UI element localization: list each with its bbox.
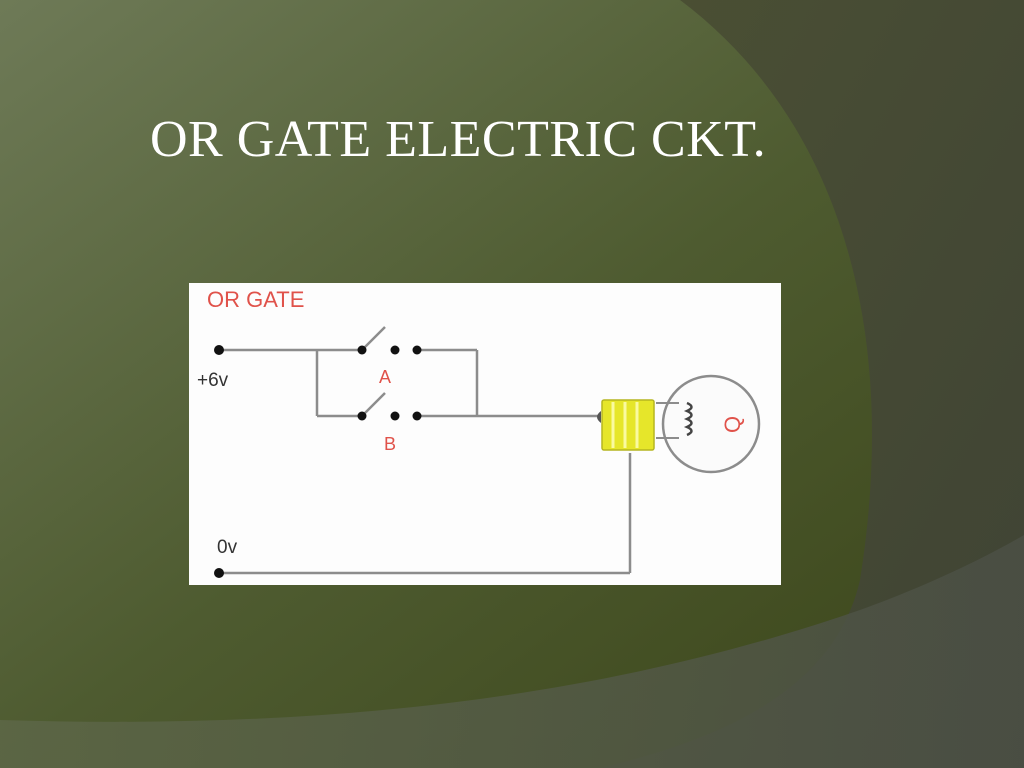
lamp-base-threads: [611, 402, 639, 448]
terminal-supply: [214, 345, 224, 355]
supply-label: +6v: [197, 370, 229, 391]
lamp-base: [601, 399, 655, 451]
slide-bg-arc-right: [600, 0, 1024, 768]
lamp-filament: [683, 401, 693, 437]
slide-bg-arc-bottom: [0, 535, 1024, 768]
wires: [219, 348, 632, 575]
circuit-diagram: OR GATE: [189, 283, 781, 585]
switch-b: [357, 392, 422, 421]
switch-a-label: A: [379, 367, 391, 387]
lamp-contact: [597, 411, 601, 423]
terminal-ground: [214, 568, 224, 578]
diagram-heading: OR GATE: [207, 287, 304, 312]
lamp-leads: [656, 402, 679, 439]
lamp-bulb: [661, 374, 761, 474]
switch-b-label: B: [384, 434, 396, 454]
switch-a: [357, 326, 422, 355]
slide-title: OR GATE ELECTRIC CKT.: [150, 111, 767, 168]
lamp-label: Q: [720, 416, 745, 433]
lamp: Q: [597, 374, 761, 474]
ground-label: 0v: [217, 537, 238, 558]
circuit-svg: OR GATE: [197, 287, 761, 578]
